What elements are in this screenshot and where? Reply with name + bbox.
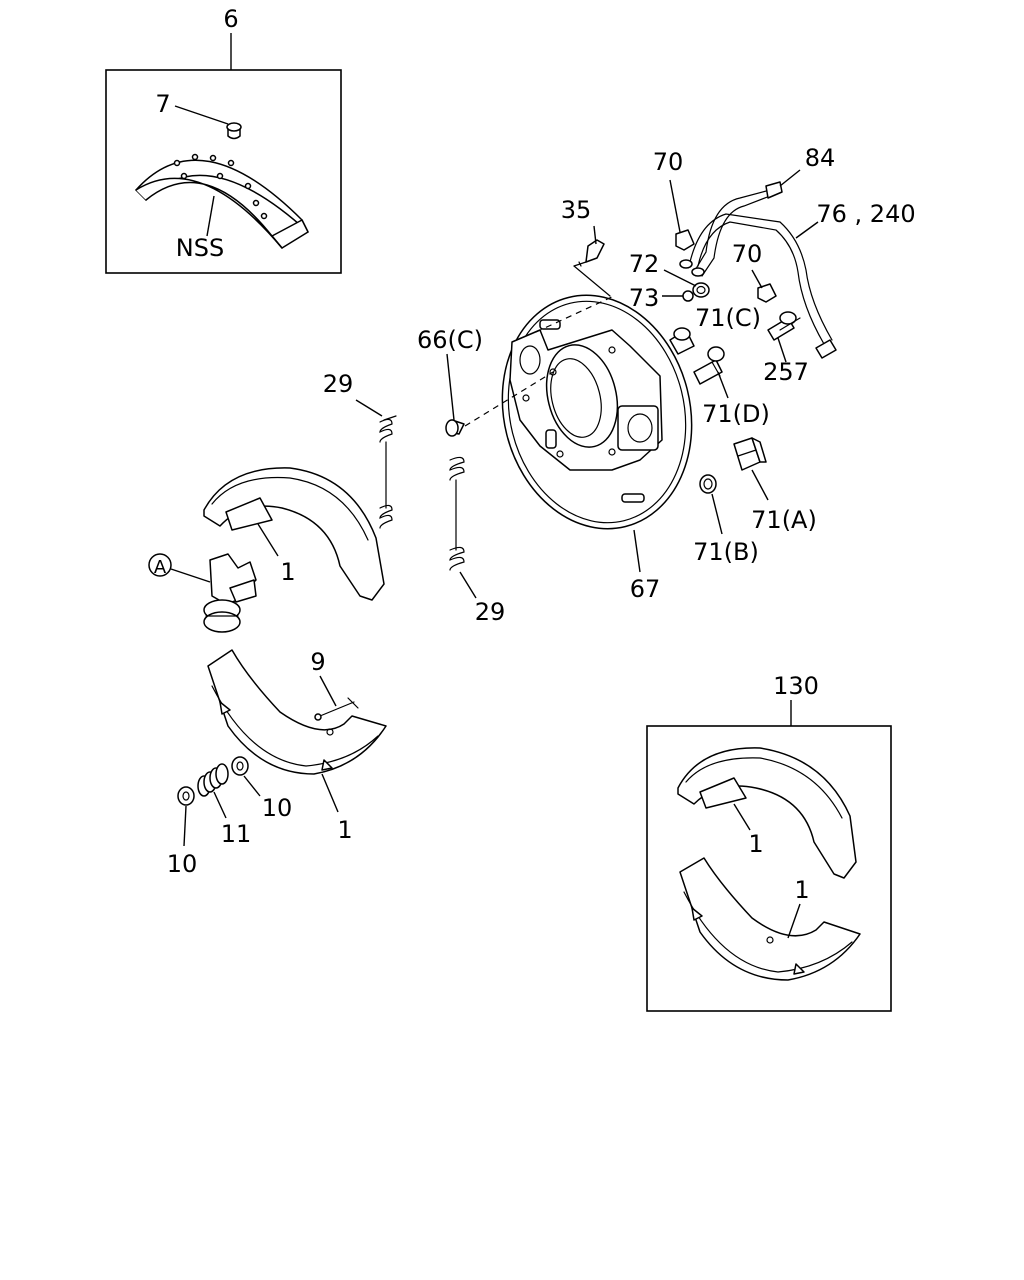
pipe-fittings [679,259,705,277]
label-71b: 71(B) [693,538,759,566]
label-76-240: 76 , 240 [816,200,915,228]
kit-6-box [105,69,342,274]
brake-shoe-upper [203,467,385,601]
kit-130-group: 130 1 1 [646,672,892,1012]
brake-shoe-lower [207,649,387,775]
kit-brake-shoe-upper [677,747,857,879]
return-spring-29-top [379,415,397,529]
brake-lining [135,153,309,249]
label-70-right: 70 [732,240,763,268]
label-29-bottom: 29 [475,598,506,626]
label-84: 84 [805,144,836,172]
label-73: 73 [629,284,660,312]
plug-71a [733,437,767,471]
bolt-35 [573,239,605,267]
label-1-upper: 1 [280,558,295,586]
label-9: 9 [310,648,325,676]
fitting-257 [767,311,801,341]
adjuster-assembly [203,553,257,633]
label-71a: 71(A) [751,506,817,534]
label-67: 67 [630,575,661,603]
label-257: 257 [763,358,809,386]
pin-9 [314,697,359,721]
label-7: 7 [155,90,170,118]
label-11: 11 [221,820,252,848]
label-71c: 71(C) [695,304,761,332]
rivet-7 [226,122,242,140]
label-72: 72 [629,250,660,278]
brake-pipe-76-240 [689,213,837,359]
washer-73 [682,290,694,302]
label-71d: 71(D) [702,400,770,428]
kit-6-group: 6 7 NSS [105,5,342,274]
label-a: A [154,557,167,578]
label-6: 6 [223,5,238,33]
label-130: 130 [773,672,819,700]
clip-70-top [675,229,695,251]
washer-10-right [231,756,249,776]
label-10-right: 10 [262,794,293,822]
fitting-71c [669,327,695,355]
spring-11 [197,763,229,797]
label-70-top: 70 [653,148,684,176]
bolt-66c [445,419,465,437]
kit-130-box [646,725,892,1012]
return-spring-29-bottom [449,456,465,571]
nut-72 [692,282,710,298]
kit-brake-shoe-lower [679,857,861,981]
clip-70-right [757,283,777,303]
brake-pipe-84 [693,181,783,277]
label-35: 35 [561,196,592,224]
label-1-lower: 1 [337,816,352,844]
label-66c: 66(C) [417,326,483,354]
label-10-left: 10 [167,850,198,878]
fitting-71d [693,346,725,385]
callout-a: A [148,553,172,578]
label-kit-1-lower: 1 [794,876,809,904]
label-nss: NSS [176,234,224,262]
plug-71b [699,474,717,494]
label-kit-1-upper: 1 [748,830,763,858]
backing-plate-67 [501,294,693,530]
label-29-top: 29 [323,370,354,398]
washer-10-left [177,786,195,806]
